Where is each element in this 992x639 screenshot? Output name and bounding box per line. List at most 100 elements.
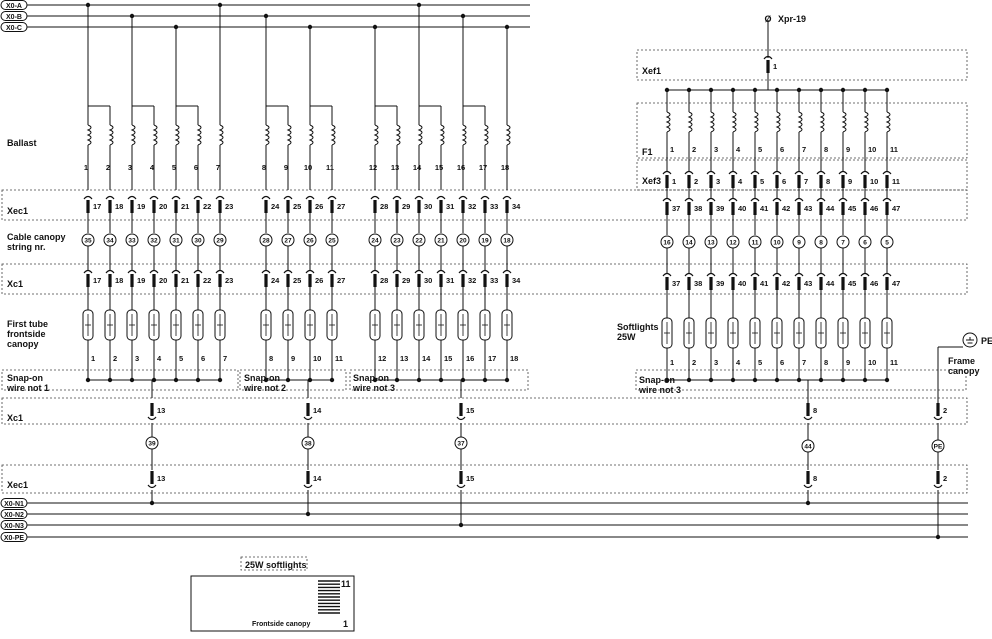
r-ch0-xef3-cup (662, 170, 672, 175)
g0-ch1-xec1-label: 18 (115, 202, 123, 211)
g0-ch3-coil (152, 124, 158, 146)
r-ch6-xef3-bar (797, 175, 801, 188)
bus-bottom-tag-0 (0, 498, 28, 508)
g1-common-bus-dot (305, 511, 311, 517)
bus-top-tag-1 (0, 11, 28, 21)
r-ch3-coil (731, 111, 737, 133)
inset-bottom-number: 1 (343, 619, 349, 629)
g1-ch1-xec1-cup (283, 195, 293, 200)
g2-ch1-string-text: 23 (393, 238, 401, 245)
g0-ch3-xec1-label: 20 (159, 202, 167, 211)
g2-ch4-xec1-label: 32 (468, 202, 476, 211)
g1-ch2-xc1-bar (308, 274, 312, 287)
xc1-low-label: Xc1 (7, 413, 24, 423)
g2-ch5-string-text: 19 (481, 238, 489, 245)
xpr-label: Xpr-19 (778, 14, 807, 24)
pe-xc1-cup (933, 416, 943, 421)
g1-ch2-tube-num: 10 (313, 354, 321, 363)
bus-bottom-tag-1 (0, 509, 28, 519)
g1-ch2-coil (308, 124, 314, 146)
r-ch3-string-text: 12 (729, 240, 737, 247)
r-ch0-xec1-bar (665, 202, 669, 215)
r-ch10-fuse-num: 11 (890, 145, 898, 154)
g2-ch4-collect-dot (460, 377, 466, 383)
r-ch3-xef3-label: 4 (738, 177, 743, 186)
r-ch6-xc1-bar (797, 277, 801, 290)
r-ch9-coil (863, 111, 869, 133)
g0-common-string-text: 39 (148, 441, 156, 448)
g1-ch2-xec1-cup (305, 195, 315, 200)
g2-common-xec1-bar (459, 471, 463, 484)
ballast-label: Ballast (7, 138, 37, 148)
g1-ch2-string-text: 26 (306, 238, 314, 245)
g2-ch5-xc1-cup (480, 269, 490, 274)
g1-ch0-ballast-num: 8 (262, 163, 266, 172)
g2-ch0-xec1-bar (373, 200, 377, 213)
r-ch10-xef3-label: 11 (892, 177, 900, 186)
g2-ch2-ballast-num: 14 (413, 163, 422, 172)
r-ch10-xc1-cup (882, 272, 892, 277)
g2-ch0-collect-dot (372, 377, 378, 383)
g0-ch3-xc1-label: 20 (159, 276, 167, 285)
g1-ch1-ballast-num: 9 (284, 163, 288, 172)
r-ch0-xef3-label: 1 (672, 177, 676, 186)
g2-ch0-tube-num: 12 (378, 354, 386, 363)
g1-ch3-xec1-label: 27 (337, 202, 345, 211)
bus-bottom-text-1: X0-N2 (4, 512, 24, 519)
r-ch8-xef3-bar (841, 175, 845, 188)
inset-title: 25W softlights (245, 560, 307, 570)
g2-ch1-tube-num: 13 (400, 354, 408, 363)
r-ch2-xec1-bar (709, 202, 713, 215)
g1-ch0-xec1-bar (264, 200, 268, 213)
bus-top-tag-2 (0, 22, 28, 32)
g1-ch3-xec1-bar (330, 200, 334, 213)
g0-ch6-xc1-bar (218, 274, 222, 287)
r-ch4-xef3-bar (753, 175, 757, 188)
r-ch9-xc1-cup (860, 272, 870, 277)
r-ch8-xef3-cup (838, 170, 848, 175)
r-ch10-xc1-label: 47 (892, 279, 900, 288)
g2-common-xec1-label: 15 (466, 474, 474, 483)
xec1-top-label: Xec1 (7, 206, 29, 216)
g2-ch4-xec1-cup (458, 195, 468, 200)
g1-ch0-xc1-label: 24 (271, 276, 280, 285)
g1-ch2-xec1-label: 26 (315, 202, 323, 211)
g2-common-bus-dot (458, 522, 464, 528)
g2-ch2-xc1-bar (417, 274, 421, 287)
g2-ch5-xc1-bar (483, 274, 487, 287)
r-ch0-coil (665, 111, 671, 133)
r-ch5-xef3-bar (775, 175, 779, 188)
g1-ch0-tube-num: 8 (269, 354, 273, 363)
inset-top-number: 11 (341, 579, 351, 589)
box-xef3 (636, 159, 968, 191)
g2-ch4-xec1-bar (461, 200, 465, 213)
first-tube-label: First tube frontside canopy (7, 319, 49, 349)
g0-common-xc1-label: 13 (157, 406, 165, 415)
g1-ch0-coil (264, 124, 270, 146)
g0-ch0-coil (86, 124, 92, 146)
g0-ch6-tube-num: 7 (223, 354, 227, 363)
r-ch6-xec1-label: 43 (804, 204, 812, 213)
r-ch7-string-text: 8 (819, 240, 823, 247)
g0-ch2-collect-dot (129, 377, 135, 383)
r-ch10-xef3-bar (885, 175, 889, 188)
g1-common-xec1-bar (306, 471, 310, 484)
r-ch5-xc1-label: 42 (782, 279, 790, 288)
r-ch8-xec1-bar (841, 202, 845, 215)
g1-common-xc1-cup (303, 416, 313, 421)
r-ch9-collect-dot (862, 377, 868, 383)
g1-common-xc1-label: 14 (313, 406, 322, 415)
r-ch0-lamp-num: 1 (670, 358, 674, 367)
r-ch10-lamp-num: 11 (890, 358, 898, 367)
bus-top-text-2: X0-C (6, 25, 22, 32)
g0-ch0-xec1-label: 17 (93, 202, 101, 211)
r-ch4-string-text: 11 (752, 240, 759, 247)
g0-ch0-string-text: 35 (84, 238, 92, 245)
r-ch3-xef3-cup (728, 170, 738, 175)
r-ch2-xc1-cup (706, 272, 716, 277)
r-ch5-lamp-num: 6 (780, 358, 784, 367)
right-common-xec1-bar (806, 471, 810, 484)
g0-ch4-coil (174, 124, 180, 146)
r-ch9-xec1-label: 46 (870, 204, 878, 213)
g0-ch2-ballast-num: 3 (128, 163, 132, 172)
